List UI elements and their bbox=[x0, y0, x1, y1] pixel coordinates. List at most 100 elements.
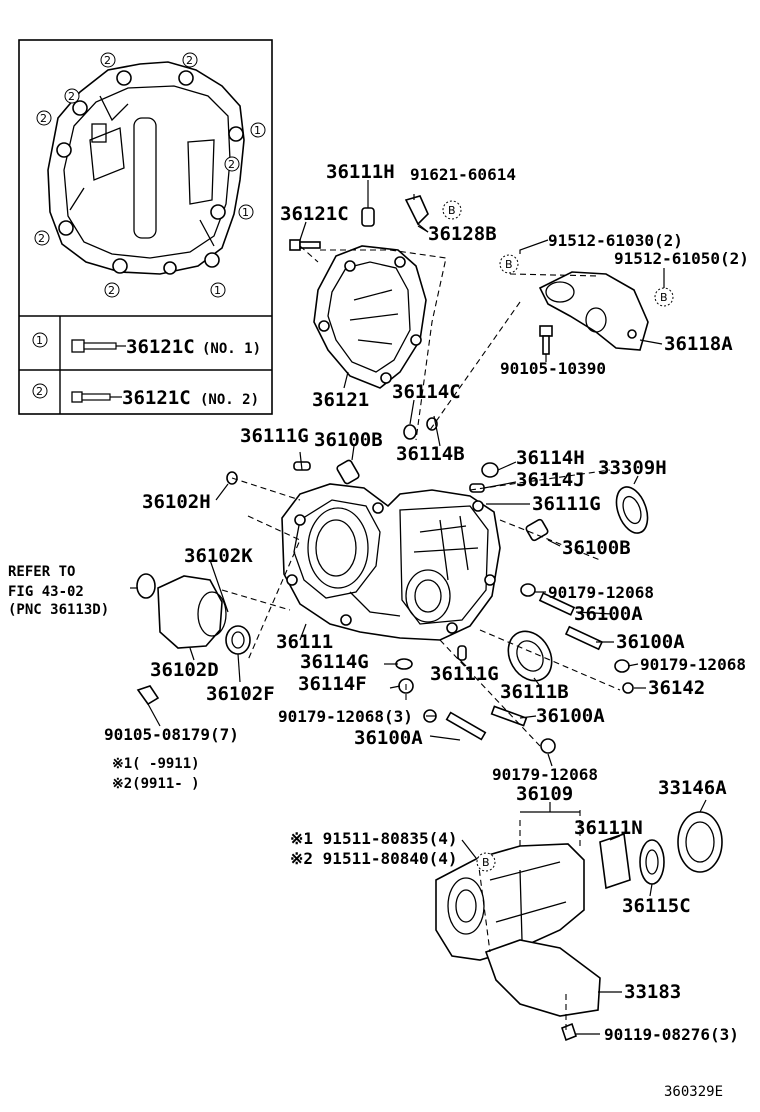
label-36121C: 36121C bbox=[280, 203, 349, 225]
extension-36102D bbox=[136, 573, 251, 706]
refer-line-3: (PNC 36113D) bbox=[8, 602, 109, 618]
label-90105-08179: 90105-08179(7) bbox=[104, 725, 239, 744]
svg-text:B: B bbox=[505, 258, 513, 271]
stud-36100A-a bbox=[538, 592, 576, 616]
label-90179-12068-c: 90179-12068(3) bbox=[278, 707, 413, 726]
svg-text:1: 1 bbox=[214, 284, 221, 297]
seal-36115C bbox=[639, 839, 665, 885]
svg-text:36121C: 36121C bbox=[126, 336, 195, 358]
note-2: ※2(9911- ) bbox=[112, 776, 200, 792]
label-33183: 33183 bbox=[624, 981, 681, 1003]
callout-b-markers: B B B B bbox=[442, 200, 674, 872]
label-36102D: 36102D bbox=[150, 659, 219, 681]
stud-36100A-b bbox=[564, 625, 604, 651]
label-36114J: 36114J bbox=[516, 469, 585, 491]
label-36115C: 36115C bbox=[622, 895, 691, 917]
part-labels: 36111H 91621-60614 36121C 36128B 91512-6… bbox=[8, 161, 749, 1100]
label-36100B-right: 36100B bbox=[562, 537, 631, 559]
label-91621-60614: 91621-60614 bbox=[410, 165, 516, 184]
part-36114G bbox=[395, 658, 413, 670]
label-36100B-top: 36100B bbox=[314, 429, 383, 451]
part-36114C bbox=[403, 424, 417, 440]
svg-text:B: B bbox=[482, 856, 490, 869]
label-90179-12068-b: 90179-12068 bbox=[640, 655, 746, 674]
svg-text:2: 2 bbox=[68, 90, 75, 103]
bolt-90105-10390 bbox=[539, 325, 553, 362]
inset-legend-row-1: 1 36121C (NO. 1) bbox=[32, 332, 261, 358]
plug-36111H bbox=[361, 180, 375, 227]
bolt-90119 bbox=[561, 1022, 577, 1042]
label-36114F: 36114F bbox=[298, 673, 367, 695]
nut-90179-a bbox=[520, 583, 536, 597]
bolt-36100B-right bbox=[525, 518, 549, 542]
svg-text:2: 2 bbox=[108, 284, 115, 297]
label-36111G-bottom: 36111G bbox=[430, 663, 499, 685]
boot-33146A bbox=[677, 811, 723, 873]
svg-text:36121C: 36121C bbox=[122, 387, 191, 409]
label-91511-80835: ※1 91511-80835(4) bbox=[290, 829, 458, 848]
label-36114H: 36114H bbox=[516, 447, 585, 469]
svg-text:2: 2 bbox=[228, 158, 235, 171]
label-36109: 36109 bbox=[516, 783, 573, 805]
rear-cover-36121 bbox=[313, 245, 427, 389]
refer-line-1: REFER TO bbox=[8, 564, 75, 580]
illustration-code: 360329E bbox=[664, 1084, 723, 1100]
svg-text:2: 2 bbox=[104, 54, 111, 67]
label-36114B: 36114B bbox=[396, 443, 465, 465]
inset-panel: 2 2 2 2 1 2 1 2 2 1 1 36121C (NO. 1) 2 3… bbox=[18, 39, 273, 415]
label-36102F: 36102F bbox=[206, 683, 275, 705]
svg-text:(NO. 1): (NO. 1) bbox=[202, 341, 261, 357]
bolt-36121C bbox=[289, 221, 321, 251]
svg-text:2: 2 bbox=[186, 54, 193, 67]
svg-text:1: 1 bbox=[242, 206, 249, 219]
stud-36100A-c bbox=[445, 711, 487, 741]
label-36128B: 36128B bbox=[428, 223, 497, 245]
label-36100A-a: 36100A bbox=[574, 603, 643, 625]
stud-36100A-d bbox=[490, 705, 528, 727]
small-parts bbox=[226, 417, 649, 754]
bushing-36111N bbox=[599, 832, 631, 890]
svg-text:1: 1 bbox=[36, 334, 43, 347]
pin-36111G-bottom bbox=[457, 645, 467, 661]
label-36102K: 36102K bbox=[184, 545, 253, 567]
inset-cover-drawing bbox=[47, 61, 245, 275]
seal-36111B bbox=[507, 630, 553, 682]
transfer-case-36111 bbox=[281, 483, 501, 641]
svg-text:B: B bbox=[448, 204, 456, 217]
svg-text:2: 2 bbox=[40, 112, 47, 125]
plug-36142 bbox=[622, 682, 634, 694]
label-91512-61050: 91512-61050(2) bbox=[614, 249, 749, 268]
label-36111B: 36111B bbox=[500, 681, 569, 703]
part-36114H bbox=[481, 462, 499, 478]
label-36102H: 36102H bbox=[142, 491, 211, 513]
label-90119-08276: 90119-08276(3) bbox=[604, 1025, 739, 1044]
svg-text:2: 2 bbox=[36, 385, 43, 398]
bracket-36118A bbox=[538, 271, 663, 351]
guard-33183 bbox=[484, 939, 601, 1017]
note-1: ※1( -9911) bbox=[112, 756, 200, 772]
rear-housing-36109 bbox=[435, 811, 723, 1042]
nut-90179-d bbox=[540, 738, 556, 754]
svg-text:B: B bbox=[660, 291, 668, 304]
nut-90179-b bbox=[614, 659, 630, 673]
svg-text:2: 2 bbox=[38, 232, 45, 245]
label-36111: 36111 bbox=[276, 631, 333, 653]
ring-refer bbox=[136, 573, 156, 599]
label-36100A-c: 36100A bbox=[354, 727, 423, 749]
label-36111G-top: 36111G bbox=[240, 425, 309, 447]
label-36118A: 36118A bbox=[664, 333, 733, 355]
label-36114G: 36114G bbox=[300, 651, 369, 673]
inset-markers: 2 2 2 2 1 2 1 2 2 1 bbox=[34, 52, 266, 298]
label-36114C: 36114C bbox=[392, 381, 461, 403]
label-91511-80840: ※2 91511-80840(4) bbox=[290, 849, 458, 868]
bolt-90105-08179 bbox=[136, 685, 160, 706]
label-90179-12068-d: 90179-12068 bbox=[492, 765, 598, 784]
svg-text:1: 1 bbox=[254, 124, 261, 137]
label-36111N: 36111N bbox=[574, 817, 643, 839]
label-90179-12068-a: 90179-12068 bbox=[548, 583, 654, 602]
label-33146A: 33146A bbox=[658, 777, 727, 799]
label-33309H: 33309H bbox=[598, 457, 667, 479]
svg-text:(NO. 2): (NO. 2) bbox=[200, 392, 259, 408]
label-36111H: 36111H bbox=[326, 161, 395, 183]
